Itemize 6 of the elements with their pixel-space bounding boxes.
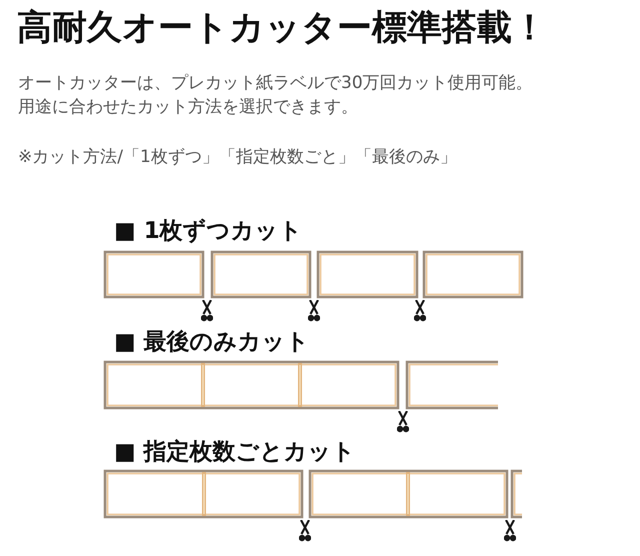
section-heading: ■ 最後のみカット (114, 328, 310, 357)
description-text: オートカッターは、プレカット紙ラベルで30万回カット使用可能。用途に合わせたカット方法を選択できます。 (18, 72, 534, 119)
section-heading: ■ 指定枚数ごとカット (114, 438, 356, 467)
section-heading: ■ 1枚ずつカット (114, 217, 303, 246)
note-text: ※カット方法/「1枚ずつ」「指定枚数ごと」「最後のみ」 (18, 146, 457, 169)
page-title: 高耐久オートカッター標準搭載！ (17, 7, 547, 50)
